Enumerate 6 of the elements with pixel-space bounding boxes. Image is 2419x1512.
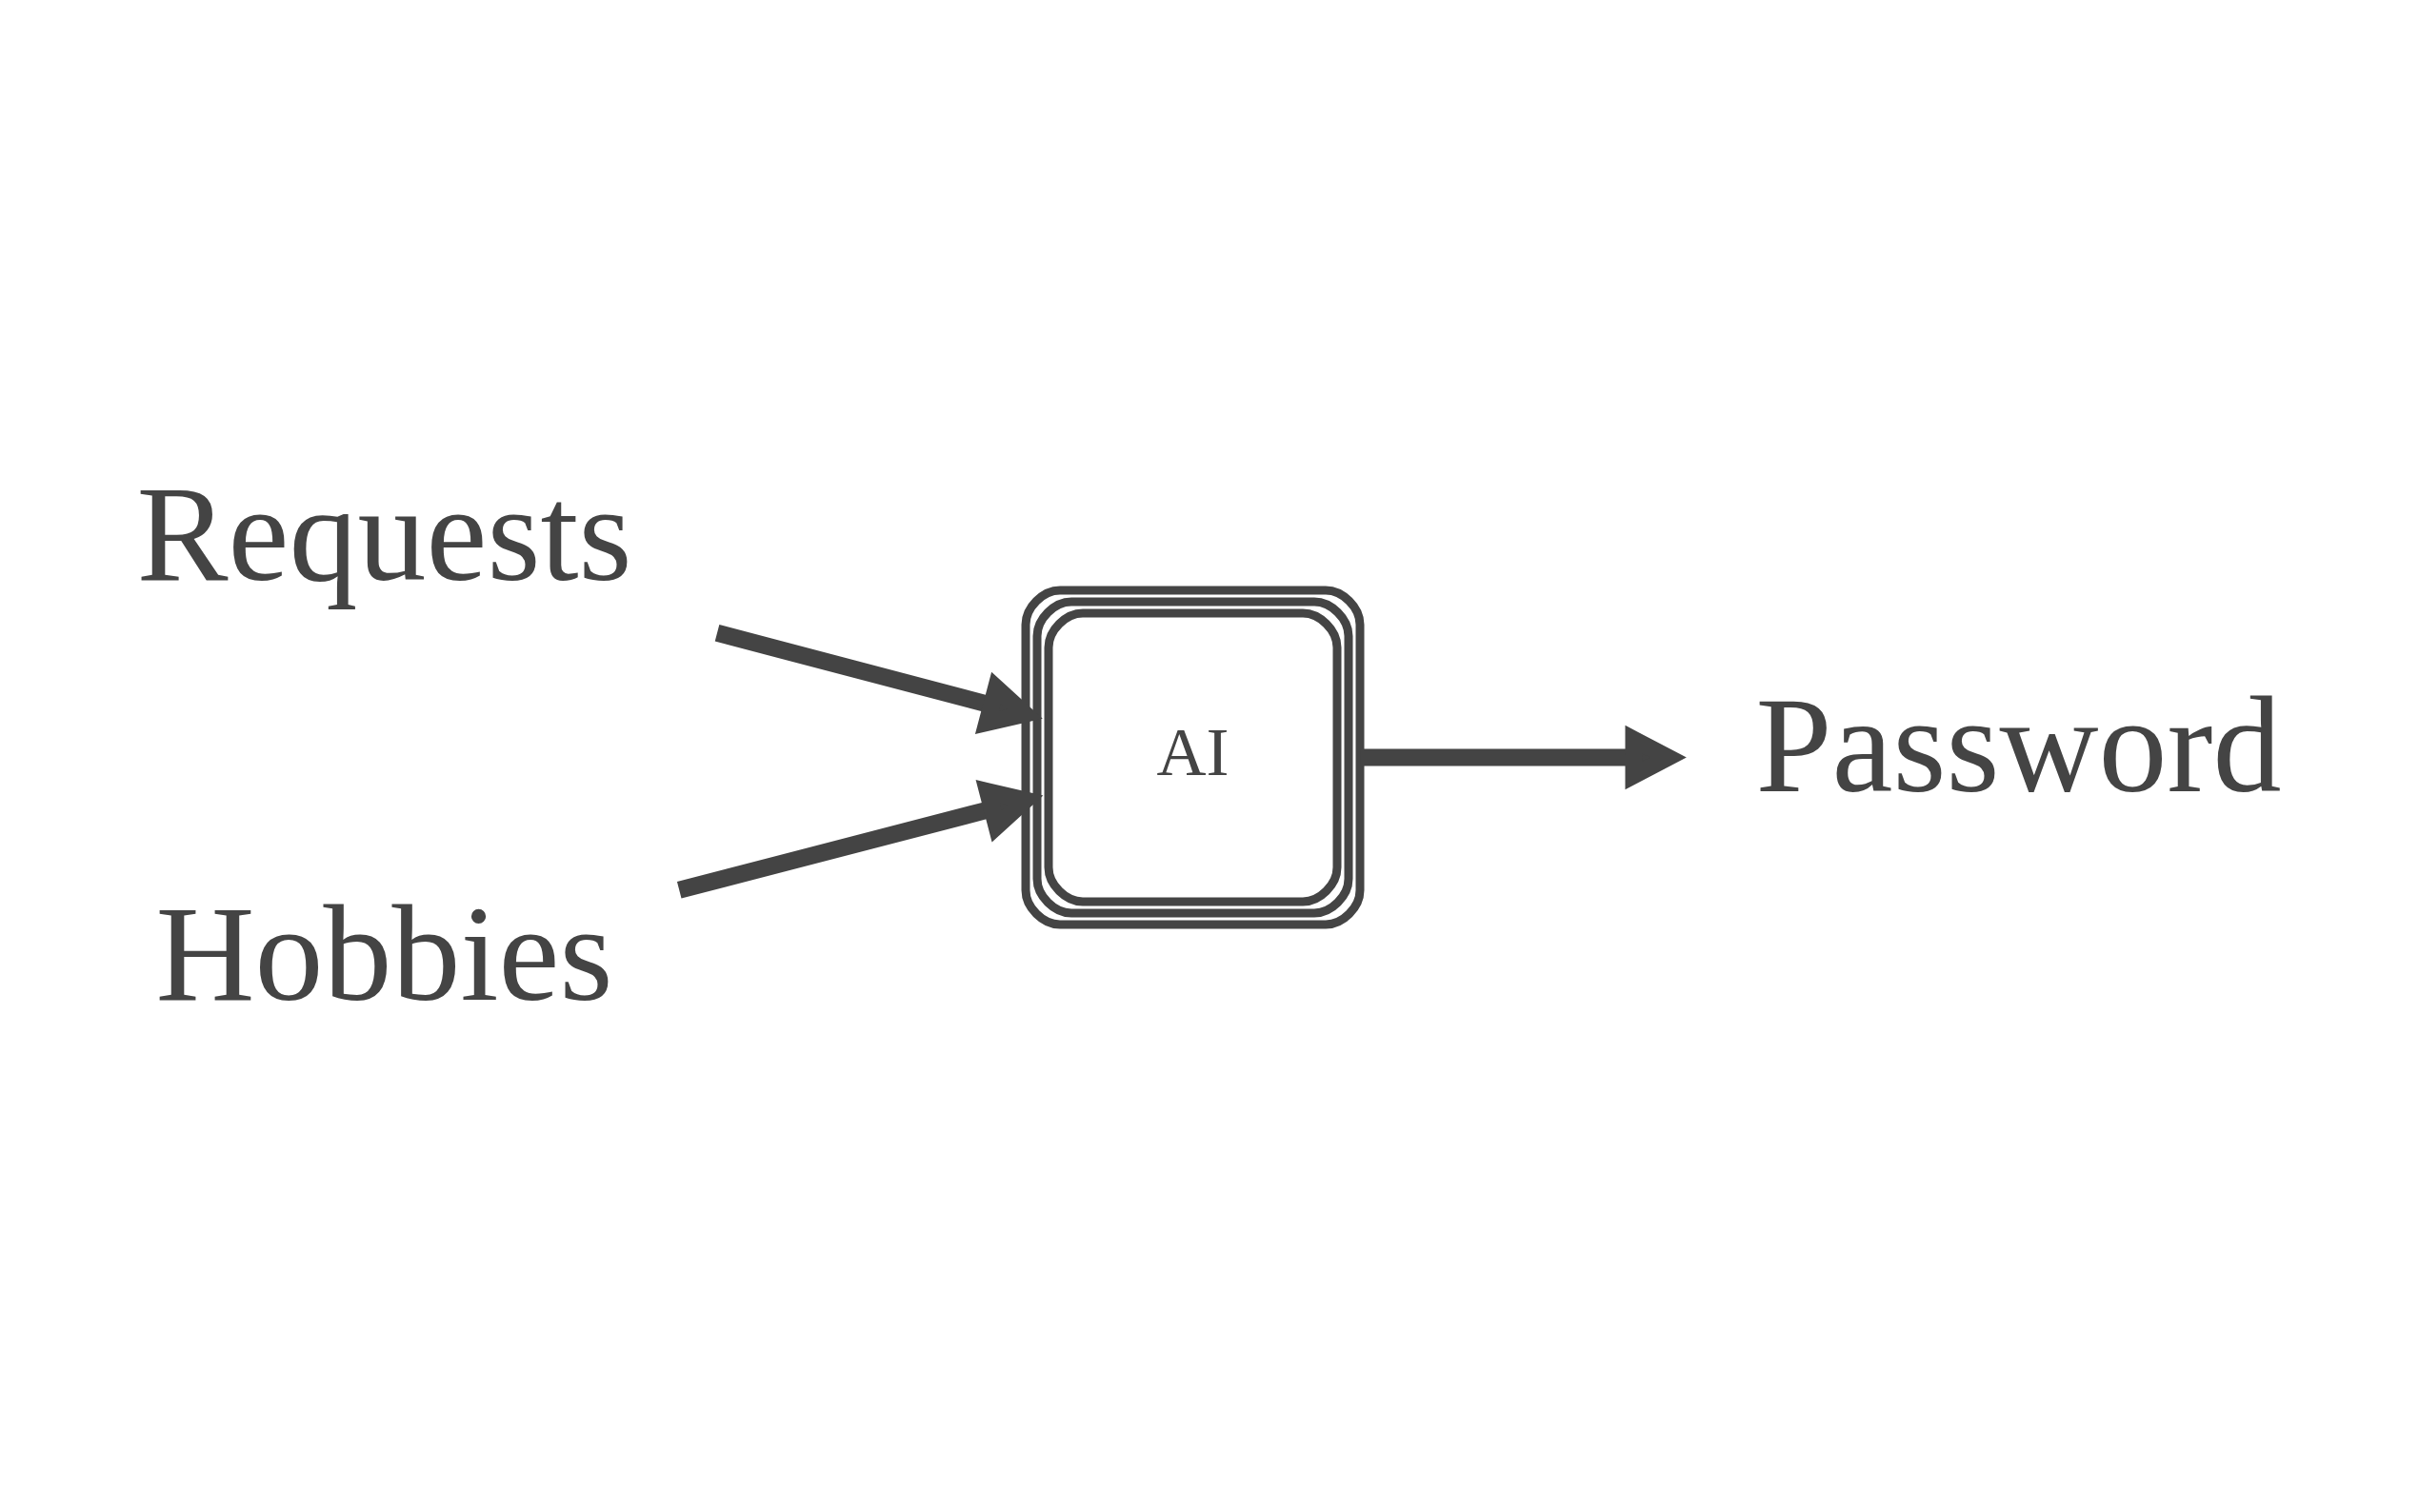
node-text: Requests bbox=[136, 458, 631, 610]
node-text: Password bbox=[1754, 669, 2282, 822]
node-box: AI bbox=[1021, 586, 1364, 929]
node-text: Hobbies bbox=[155, 878, 612, 1030]
arrow bbox=[714, 625, 1043, 735]
arrow bbox=[676, 780, 1043, 899]
